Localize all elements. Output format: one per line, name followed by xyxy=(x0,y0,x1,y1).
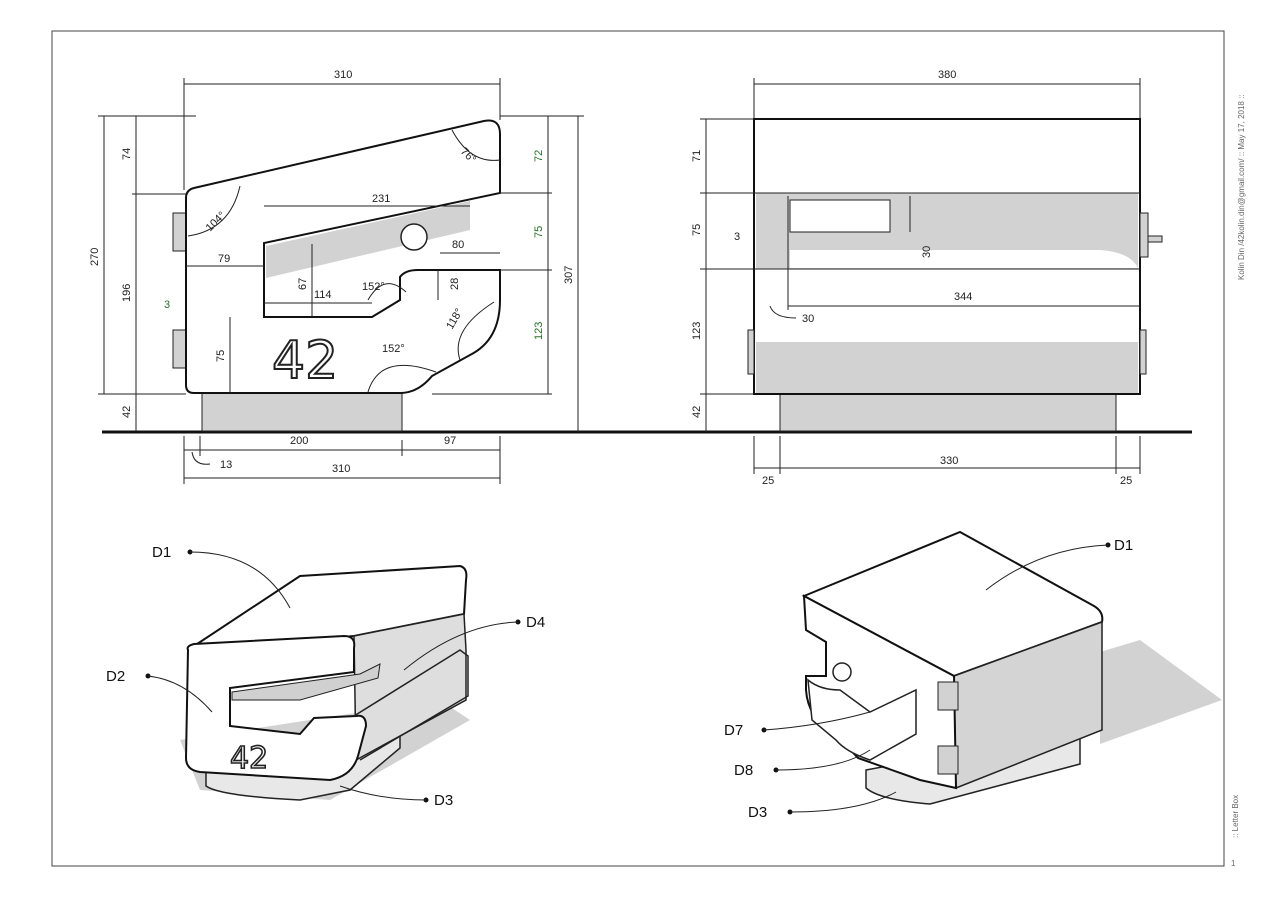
dim-side-196: 196 xyxy=(121,284,133,302)
dim-side-231: 231 xyxy=(372,193,390,205)
front-view: 380 71 75 123 42 3 30 344 30 330 25 25 xyxy=(691,69,1163,487)
page-number: 1 xyxy=(1231,859,1236,868)
front-base xyxy=(779,393,1117,432)
iso-left-slot xyxy=(231,663,381,701)
front-slot xyxy=(789,199,891,233)
dim-side-42: 42 xyxy=(121,406,133,418)
dim-side-bottom-width: 310 xyxy=(332,463,350,475)
iso-right-hinge-top xyxy=(937,681,959,711)
front-hinge-right-low xyxy=(1139,329,1147,375)
dim-front-30-slot: 30 xyxy=(921,246,933,258)
angle-side-152b: 152° xyxy=(382,343,405,355)
dim-side-79: 79 xyxy=(218,253,230,265)
side-hinge-top xyxy=(172,212,187,252)
sheet-name: :: Letter Box xyxy=(1231,795,1240,838)
dim-side-top-width: 310 xyxy=(334,69,352,81)
sidebar-note: Kolin Din /42kolin.din@gmail.com/ :: May… xyxy=(1237,94,1246,280)
dim-side-80: 80 xyxy=(452,239,464,251)
sheet-border xyxy=(51,30,1225,867)
side-lock-icon xyxy=(400,223,428,251)
dim-front-330: 330 xyxy=(940,455,958,467)
iso-right-view: D1 D7 D8 D3 xyxy=(724,530,1222,821)
side-slot-shade xyxy=(266,201,470,278)
iso-left-view: 42 D1 D2 D4 D3 xyxy=(106,544,545,809)
dim-side-270: 270 xyxy=(89,248,101,266)
dim-front-3: 3 xyxy=(734,231,740,243)
dim-side-13: 13 xyxy=(220,459,232,471)
dim-side-123: 123 xyxy=(533,322,545,340)
dim-front-42: 42 xyxy=(691,406,703,418)
dim-front-380: 380 xyxy=(938,69,956,81)
dim-front-30: 30 xyxy=(802,313,814,325)
front-handle xyxy=(1147,235,1163,243)
front-hinge-right xyxy=(1139,212,1149,258)
side-outline xyxy=(185,119,501,394)
front-slot-opening xyxy=(790,250,1138,268)
dim-front-123: 123 xyxy=(691,322,703,340)
dim-front-75: 75 xyxy=(691,224,703,236)
side-base xyxy=(201,392,403,432)
angle-side-152a: 152° xyxy=(362,281,385,293)
dim-front-25-left: 25 xyxy=(762,475,774,487)
dim-side-67: 67 xyxy=(297,278,309,290)
front-lower-shade xyxy=(756,342,1138,393)
iso-right-door xyxy=(807,678,917,761)
callout-right-d7: D7 xyxy=(724,722,743,739)
front-hinge-left xyxy=(747,329,755,375)
iso-right-hinge-bottom xyxy=(937,745,959,775)
side-hinge-bottom xyxy=(172,329,187,369)
iso-right-shadow xyxy=(1100,640,1222,744)
dim-side-97: 97 xyxy=(444,435,456,447)
iso-left-number-label: 42 xyxy=(230,741,268,776)
dim-front-25-right: 25 xyxy=(1120,475,1132,487)
side-number-label: 42 xyxy=(272,331,338,391)
dim-side-3: 3 xyxy=(164,299,170,311)
callout-left-d3: D3 xyxy=(434,792,453,809)
dim-side-28: 28 xyxy=(449,278,461,290)
callout-left-d4: D4 xyxy=(526,614,545,631)
iso-left-tray xyxy=(353,649,469,761)
side-view: 42 310 231 80 79 114 67 28 75 270 74 196… xyxy=(89,69,584,484)
callout-left-d1: D1 xyxy=(152,544,171,561)
iso-left-top xyxy=(187,564,468,651)
iso-right-lock-icon xyxy=(832,662,852,682)
dim-side-200: 200 xyxy=(290,435,308,447)
iso-left-front xyxy=(184,634,368,782)
dim-side-307: 307 xyxy=(563,266,575,284)
callout-right-d8: D8 xyxy=(734,762,753,779)
dim-side-75: 75 xyxy=(215,350,227,362)
callout-right-d1: D1 xyxy=(1114,537,1133,554)
callout-left-d2: D2 xyxy=(106,668,125,685)
dim-front-344: 344 xyxy=(954,291,972,303)
dim-front-71: 71 xyxy=(691,150,703,162)
dim-side-74: 74 xyxy=(121,148,133,160)
dim-side-72: 72 xyxy=(533,150,545,162)
dim-side-75r: 75 xyxy=(533,226,545,238)
dim-side-114: 114 xyxy=(314,289,332,301)
callout-right-d3: D3 xyxy=(748,804,767,821)
